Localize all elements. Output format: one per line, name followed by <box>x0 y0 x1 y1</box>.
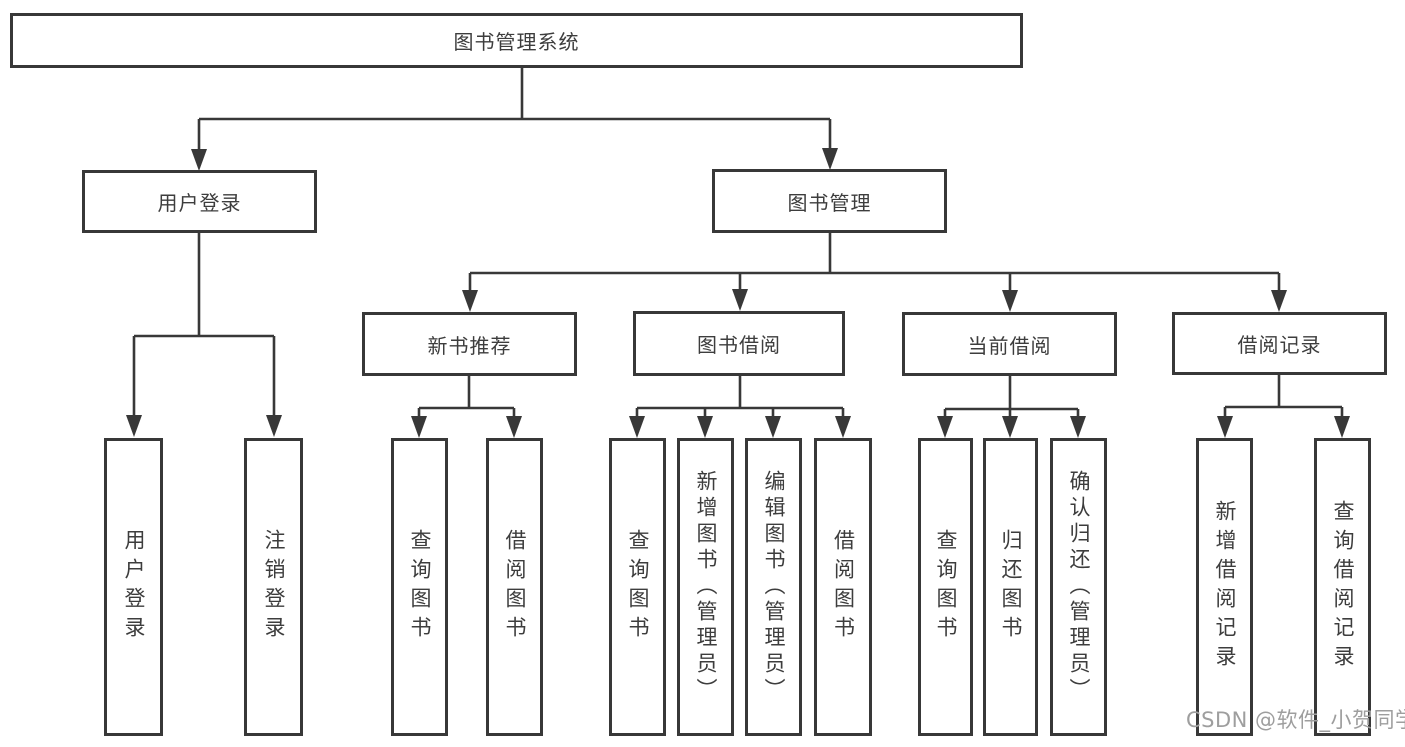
leaf-return-books: 归还图书 <box>983 438 1038 736</box>
leaf-user-login: 用户登录 <box>104 438 163 736</box>
leaf-add-books-admin: 新增图书（管理员） <box>677 438 734 736</box>
node-label: 借阅记录 <box>1237 333 1322 357</box>
csdn-watermark: CSDN @软件_小贺同学 <box>1186 708 1405 732</box>
leaf-borrow-books-borrowing: 借阅图书 <box>814 438 872 736</box>
node-label: 新增借阅记录 <box>1213 500 1237 674</box>
node-label: 新增图书（管理员） <box>694 470 718 704</box>
leaf-query-books-borrowing: 查询图书 <box>609 438 666 736</box>
node-label: 归还图书 <box>999 529 1023 645</box>
node-label: 借阅图书 <box>503 529 527 645</box>
node-label: 图书管理 <box>787 190 872 215</box>
node-label: 用户登录 <box>122 529 146 645</box>
node-label: 查询借阅记录 <box>1331 500 1355 674</box>
leaf-confirm-return-admin: 确认归还（管理员） <box>1050 438 1107 736</box>
node-label: 查询图书 <box>934 529 958 645</box>
node-label: 注销登录 <box>262 529 286 645</box>
node-label: 查询图书 <box>408 529 432 645</box>
leaf-query-borrow-record: 查询借阅记录 <box>1314 438 1371 736</box>
leaf-borrow-books-recommend: 借阅图书 <box>486 438 543 736</box>
node-library-management-system: 图书管理系统 <box>10 13 1023 68</box>
node-label: 借阅图书 <box>831 529 856 645</box>
node-book-management: 图书管理 <box>712 169 947 233</box>
node-label: 编辑图书（管理员） <box>762 470 786 704</box>
node-label: 用户登录 <box>157 191 242 215</box>
node-borrowing-records: 借阅记录 <box>1172 312 1387 375</box>
leaf-logout-login: 注销登录 <box>244 438 303 736</box>
leaf-query-books-recommend: 查询图书 <box>391 438 448 736</box>
node-user-login: 用户登录 <box>82 170 317 233</box>
leaf-query-books-current: 查询图书 <box>918 438 973 736</box>
node-label: 图书借阅 <box>697 333 781 357</box>
node-label: 确认归还（管理员） <box>1067 470 1091 704</box>
node-label: 查询图书 <box>626 529 650 645</box>
node-label: 当前借阅 <box>967 333 1052 358</box>
node-book-borrowing: 图书借阅 <box>633 311 845 376</box>
leaf-edit-books-admin: 编辑图书（管理员） <box>745 438 802 736</box>
node-current-borrowing: 当前借阅 <box>902 312 1117 376</box>
node-label: 图书管理系统 <box>453 30 580 54</box>
node-new-book-recommend: 新书推荐 <box>362 312 577 376</box>
node-label: 新书推荐 <box>427 333 512 358</box>
leaf-add-borrow-record: 新增借阅记录 <box>1196 438 1253 736</box>
